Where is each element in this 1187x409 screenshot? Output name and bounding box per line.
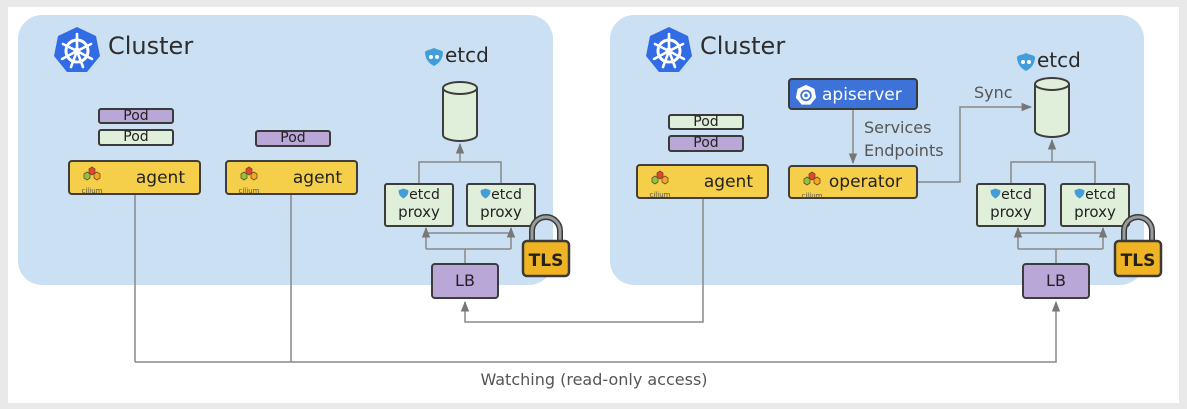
etcd-proxy: etcd proxy bbox=[976, 183, 1046, 227]
etcd-proxy: etcd proxy bbox=[466, 183, 536, 227]
etcd-label: etcd bbox=[445, 43, 489, 67]
proxy-to-etcd-line bbox=[418, 161, 502, 183]
cluster-1-title: Cluster bbox=[108, 32, 194, 60]
agent-label: agent bbox=[135, 167, 185, 188]
etcd-icon bbox=[1017, 53, 1035, 71]
agent-label: agent bbox=[703, 171, 753, 192]
operator-sync-line bbox=[918, 102, 1033, 183]
etcd-icon bbox=[480, 188, 491, 199]
lock-icon: TLS bbox=[1113, 214, 1163, 278]
watching-line bbox=[135, 300, 1061, 363]
etcd-proxy: etcd proxy bbox=[384, 183, 454, 227]
cilium-agent: cilium agent bbox=[225, 160, 358, 195]
cilium-icon: cilium bbox=[800, 171, 824, 200]
proxy-to-etcd-line bbox=[1010, 161, 1096, 183]
connector-lines: Watching (read-only access) bbox=[134, 102, 1108, 389]
pod: Pod bbox=[255, 130, 331, 147]
etcd-icon bbox=[1074, 188, 1085, 199]
tls-label: TLS bbox=[529, 251, 564, 271]
pod: Pod bbox=[668, 114, 744, 130]
cilium-agent: cilium agent bbox=[636, 164, 769, 199]
etcd-icon bbox=[425, 48, 443, 66]
etcd-icon bbox=[398, 188, 409, 199]
lock-icon: TLS bbox=[521, 214, 571, 278]
cilium-icon: cilium bbox=[648, 170, 672, 199]
load-balancer: LB bbox=[431, 263, 499, 299]
load-balancer: LB bbox=[1022, 263, 1090, 299]
operator-label: operator bbox=[828, 172, 902, 192]
kubernetes-icon bbox=[54, 27, 100, 72]
etcd-icon bbox=[990, 188, 1001, 199]
diagram-canvas: Cluster etcd Pod Pod Pod cilium agent ci… bbox=[8, 7, 1179, 403]
services-label: Services bbox=[864, 118, 932, 137]
lb-to-proxy-line bbox=[425, 232, 512, 249]
agent-to-remote-lb-line bbox=[460, 199, 704, 323]
apiserver-label: apiserver bbox=[822, 85, 902, 105]
cilium-icon: cilium bbox=[80, 166, 104, 195]
apiserver: apiserver bbox=[788, 78, 918, 110]
etcd-database bbox=[1034, 77, 1070, 138]
cilium-agent: cilium agent bbox=[68, 160, 201, 195]
sync-label: Sync bbox=[974, 83, 1013, 102]
pod: Pod bbox=[668, 135, 744, 152]
kubernetes-icon bbox=[646, 27, 692, 72]
agent-label: agent bbox=[292, 167, 342, 188]
tls-label: TLS bbox=[1121, 251, 1156, 271]
etcd-label: etcd bbox=[1037, 48, 1081, 72]
endpoints-label: Endpoints bbox=[864, 141, 944, 160]
etcd-proxy: etcd proxy bbox=[1060, 183, 1130, 227]
kubernetes-icon bbox=[795, 84, 817, 105]
lb-to-proxy-line bbox=[1017, 232, 1104, 249]
cluster-2-title: Cluster bbox=[700, 32, 786, 60]
etcd-database bbox=[442, 81, 478, 142]
watching-caption: Watching (read-only access) bbox=[480, 370, 707, 389]
pod: Pod bbox=[98, 108, 174, 124]
cilium-operator: cilium operator bbox=[788, 165, 918, 200]
pod: Pod bbox=[98, 129, 174, 146]
cilium-icon: cilium bbox=[237, 166, 261, 195]
